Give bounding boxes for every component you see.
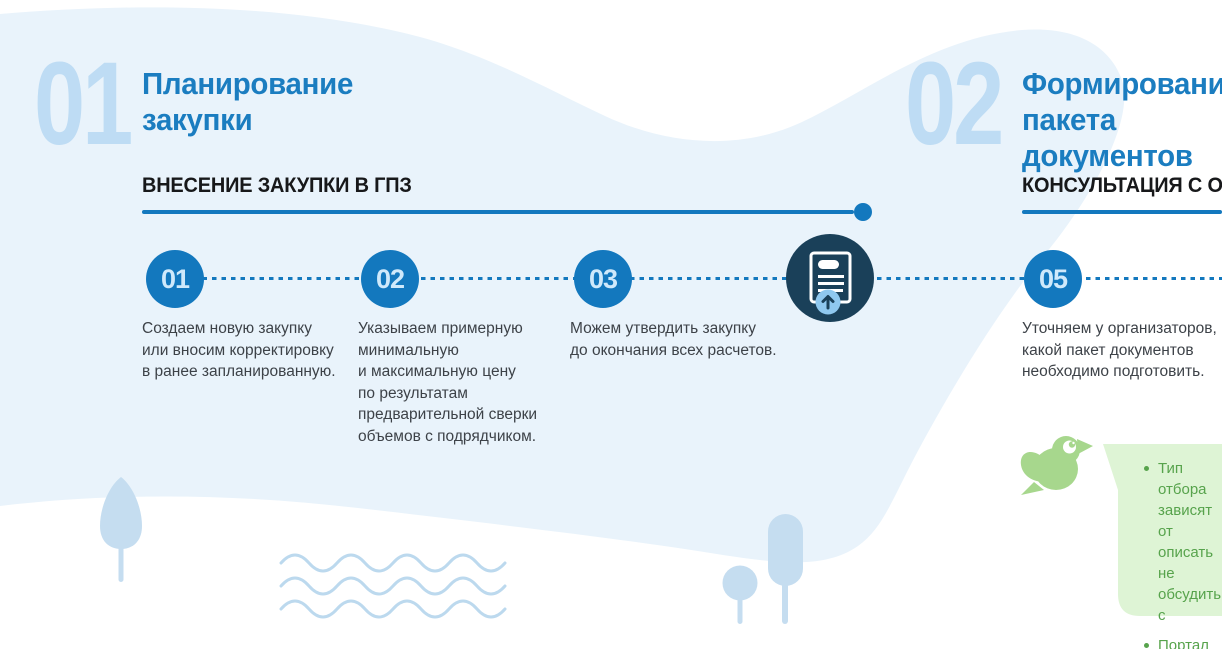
section-1-rule bbox=[142, 210, 854, 214]
timeline-end-dot bbox=[854, 203, 872, 221]
step-circle-01: 01 bbox=[146, 250, 204, 308]
bullet-dot-icon bbox=[1144, 643, 1149, 648]
step-number: 03 bbox=[588, 263, 618, 294]
step-number: 02 bbox=[375, 263, 405, 294]
timeline-dotted-connector bbox=[174, 277, 1222, 280]
bird-mascot-icon bbox=[1020, 436, 1093, 495]
callout-bullet-1-text: Тип отбора зависят от описать не обсудит… bbox=[1158, 460, 1222, 624]
callout-bullet-list: Тип отбора зависят от описать не обсудит… bbox=[1144, 458, 1222, 649]
step-circle-02: 02 bbox=[361, 250, 419, 308]
tree-icons bbox=[100, 477, 803, 624]
step-number: 01 bbox=[160, 263, 190, 294]
waves-icon bbox=[279, 553, 507, 619]
step-circle-05: 05 bbox=[1024, 250, 1082, 308]
callout-bullet-1: Тип отбора зависят от описать не обсудит… bbox=[1144, 458, 1222, 626]
document-upload-badge bbox=[786, 234, 874, 322]
step-05-caption: Уточняем у организаторов, какой пакет до… bbox=[1022, 320, 1217, 380]
section-1-subtitle: ВНЕСЕНИЕ ЗАКУПКИ В ГПЗ bbox=[142, 174, 412, 197]
section-2-watermark-number: 02 bbox=[905, 38, 1004, 170]
callout-bullet-2: Портал не ситуаций, в этой сит bbox=[1144, 635, 1222, 649]
callout-bubble bbox=[1103, 444, 1222, 616]
callout-bullet-2-text: Портал не ситуаций, в этой сит bbox=[1158, 637, 1209, 649]
background-blob bbox=[0, 7, 1125, 563]
section-1-watermark-number: 01 bbox=[34, 38, 133, 170]
section-2-rule bbox=[1022, 210, 1222, 214]
step-03-caption: Можем утвердить закупку до окончания все… bbox=[570, 320, 777, 359]
bullet-dot-icon bbox=[1144, 466, 1149, 471]
section-2-subtitle: КОНСУЛЬТАЦИЯ С ОРГАНИЗАТОРАМИ bbox=[1022, 174, 1222, 197]
section-1-title: Планирование закупки bbox=[142, 66, 354, 137]
step-circle-03: 03 bbox=[574, 250, 632, 308]
step-02-caption: Указываем примерную минимальную и максим… bbox=[358, 320, 538, 445]
document-upload-icon bbox=[786, 234, 874, 322]
step-number: 05 bbox=[1038, 263, 1068, 294]
section-2-title: Формирование пакета документов bbox=[1022, 66, 1222, 173]
step-01-caption: Создаем новую закупку или вносим коррект… bbox=[142, 320, 336, 380]
